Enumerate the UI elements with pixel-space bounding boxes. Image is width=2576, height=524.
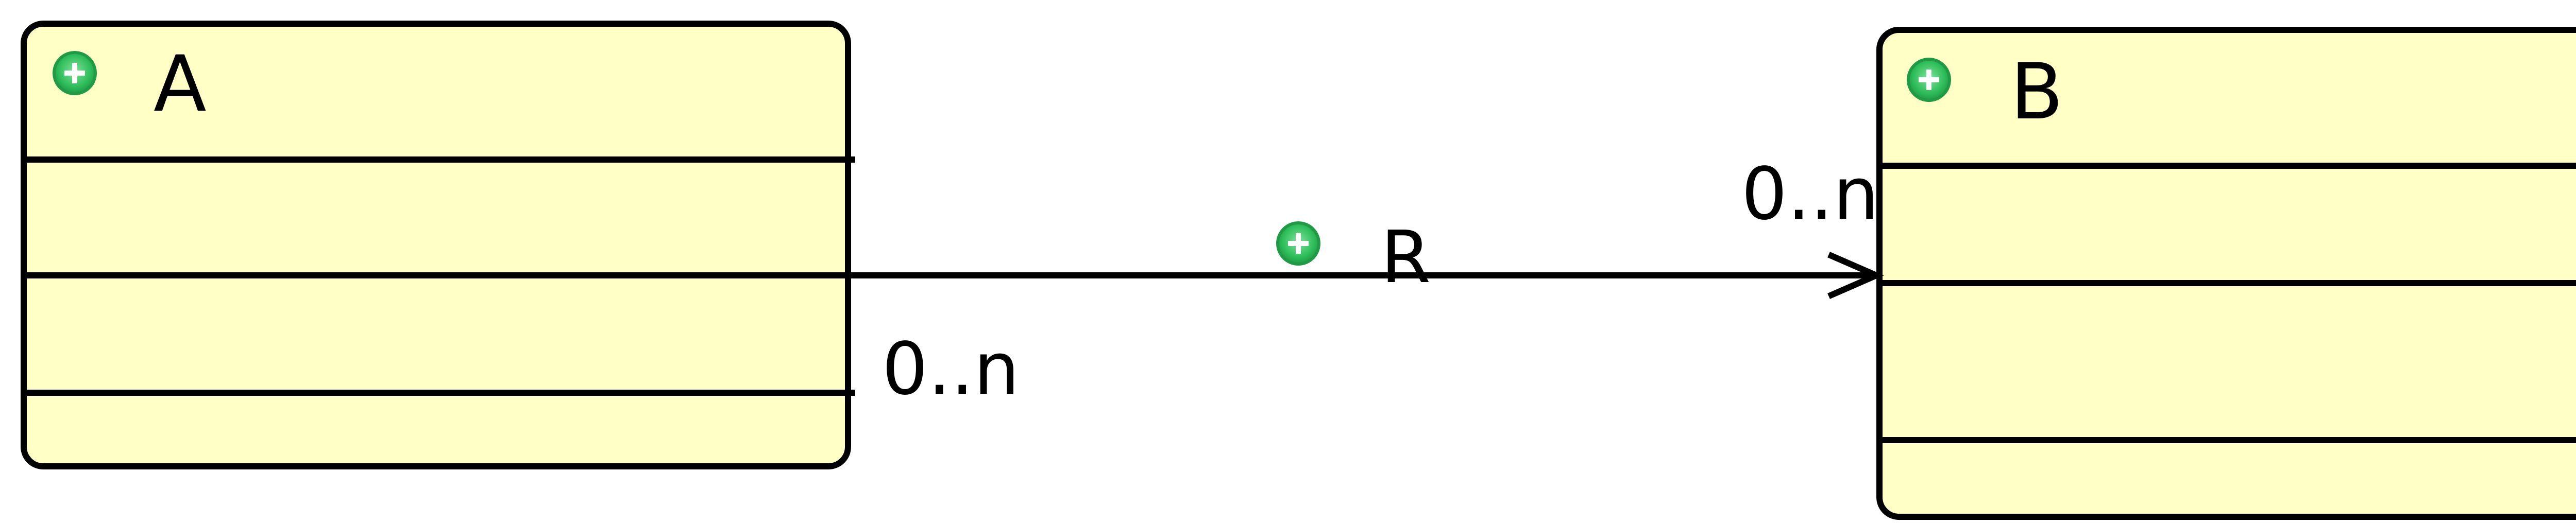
- association-name: R: [1381, 216, 1431, 300]
- class-b-plus-circle-icon: [1907, 58, 1951, 102]
- class-b-box[interactable]: B: [1876, 27, 2576, 520]
- source-multiplicity: 0..n: [882, 327, 1020, 411]
- association-r[interactable]: R 0..n 0..n: [848, 152, 1884, 411]
- class-a-plus-circle-icon: [53, 51, 97, 95]
- class-a-name: A: [154, 40, 207, 129]
- class-a-box[interactable]: A: [21, 21, 855, 469]
- association-plus-circle-icon: [1276, 221, 1320, 266]
- target-multiplicity: 0..n: [1741, 152, 1879, 236]
- class-b-name: B: [2010, 47, 2063, 137]
- navigability-arrow-icon: [1827, 252, 1884, 299]
